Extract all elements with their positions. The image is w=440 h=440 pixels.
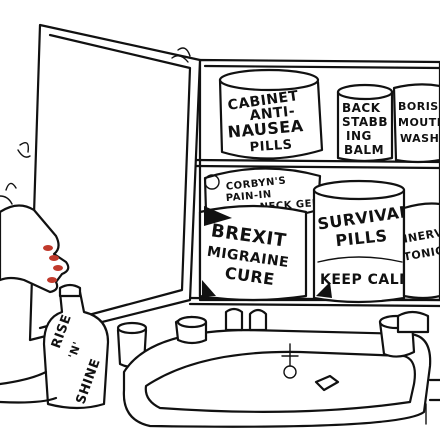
- jar-label-line: STABB: [342, 115, 388, 129]
- jar-boris-mouth-wash: BORIS MOUTH WASH: [392, 83, 440, 164]
- washbasin: [122, 314, 432, 428]
- fingernail: [49, 255, 59, 261]
- fingernail: [53, 265, 63, 271]
- jar-brexit-migraine-cure: BREXIT MIGRAINE CURE: [198, 204, 308, 302]
- bottle-label-line: 'N': [66, 340, 84, 361]
- jar-label-line: KEEP CALM: [320, 272, 414, 288]
- jar-survival-pills: SURVIVAL PILLS KEEP CALM: [312, 179, 414, 304]
- forearm: [0, 370, 58, 404]
- jar-label-line: MOUTH: [398, 116, 440, 129]
- jar-cabinet-anti-nausea: CABINET ANTI- NAUSEA PILLS: [218, 68, 324, 160]
- jar-label-line: ING: [346, 129, 372, 143]
- jar-label-line: TONIC: [403, 244, 440, 264]
- jar-label-line: BACK: [342, 101, 381, 115]
- jar-back-stabbing-balm: BACK STABB ING BALM: [336, 83, 394, 163]
- hand-with-red-nails: [0, 182, 70, 294]
- jar-label-line: WASH: [400, 132, 439, 145]
- jar-label-line: PILLS: [249, 137, 293, 155]
- jar-partial-right: INERVE TONIC: [403, 202, 440, 300]
- wall-edge: [425, 378, 440, 425]
- jar-label-line: BALM: [344, 143, 384, 157]
- cabinet-door: [17, 23, 202, 342]
- medicine-bottle: RISE 'N' SHINE: [42, 283, 110, 410]
- small-bottles: [224, 307, 430, 334]
- jar-label-line: PAIN-IN: [225, 189, 272, 204]
- jar-label-line: ANTI-: [249, 103, 296, 124]
- jar-label-line: BORIS: [398, 100, 439, 113]
- fingernail: [43, 245, 53, 251]
- soap-bar: [314, 374, 340, 392]
- fingernail: [47, 277, 57, 283]
